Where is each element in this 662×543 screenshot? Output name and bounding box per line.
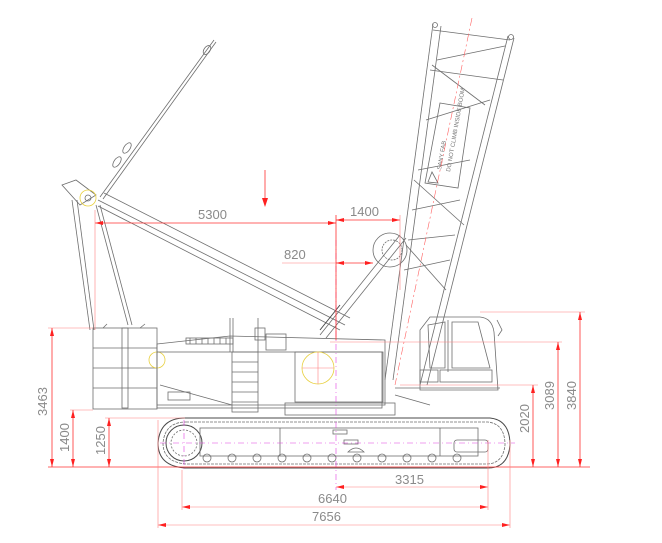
- main-boom: SANY FAB DO NOT CLIMB INSIDE BOOM: [384, 17, 515, 386]
- dimension-label-5300: 5300: [198, 207, 227, 222]
- dimension-820: 820: [282, 247, 373, 265]
- dimension-3089: 3089: [330, 341, 562, 467]
- dimension-label-3840: 3840: [564, 381, 579, 410]
- boom-label-line1: SANY FAB: [437, 140, 448, 170]
- mast-assembly: [61, 39, 408, 339]
- dimension-label-1400-left: 1400: [57, 423, 72, 452]
- dimension-2020: 2020: [400, 384, 538, 467]
- dimension-label-820: 820: [284, 247, 306, 262]
- counterweight: [92, 323, 166, 410]
- dimension-7656: 7656: [157, 420, 511, 528]
- dimension-5300: 5300: [94, 207, 336, 330]
- dimension-label-7656: 7656: [312, 509, 341, 524]
- dimension-3463: 3463: [35, 327, 93, 467]
- dimension-label-1400-top: 1400: [350, 204, 379, 219]
- dimension-1400-left: 1400: [57, 409, 93, 467]
- dimension-1250: 1250: [93, 417, 185, 467]
- dimension-label-3315: 3315: [395, 472, 424, 487]
- dimension-label-3463: 3463: [35, 387, 50, 416]
- dimension-label-2020: 2020: [517, 404, 532, 433]
- dimension-3315: 3315: [336, 440, 489, 510]
- dimension-label-6640: 6640: [318, 491, 347, 506]
- dimension-6640: 6640: [181, 470, 488, 510]
- dimension-label-1250: 1250: [93, 426, 108, 455]
- dimension-3840: 3840: [480, 311, 585, 467]
- dimension-label-3089: 3089: [542, 381, 557, 410]
- superstructure: [156, 318, 396, 416]
- boom-label-line2: DO NOT CLIMB INSIDE BOOM: [446, 88, 467, 173]
- operator-cab: [394, 316, 503, 406]
- track-rollers: [202, 453, 462, 463]
- dimension-1400-top: 1400: [335, 204, 401, 340]
